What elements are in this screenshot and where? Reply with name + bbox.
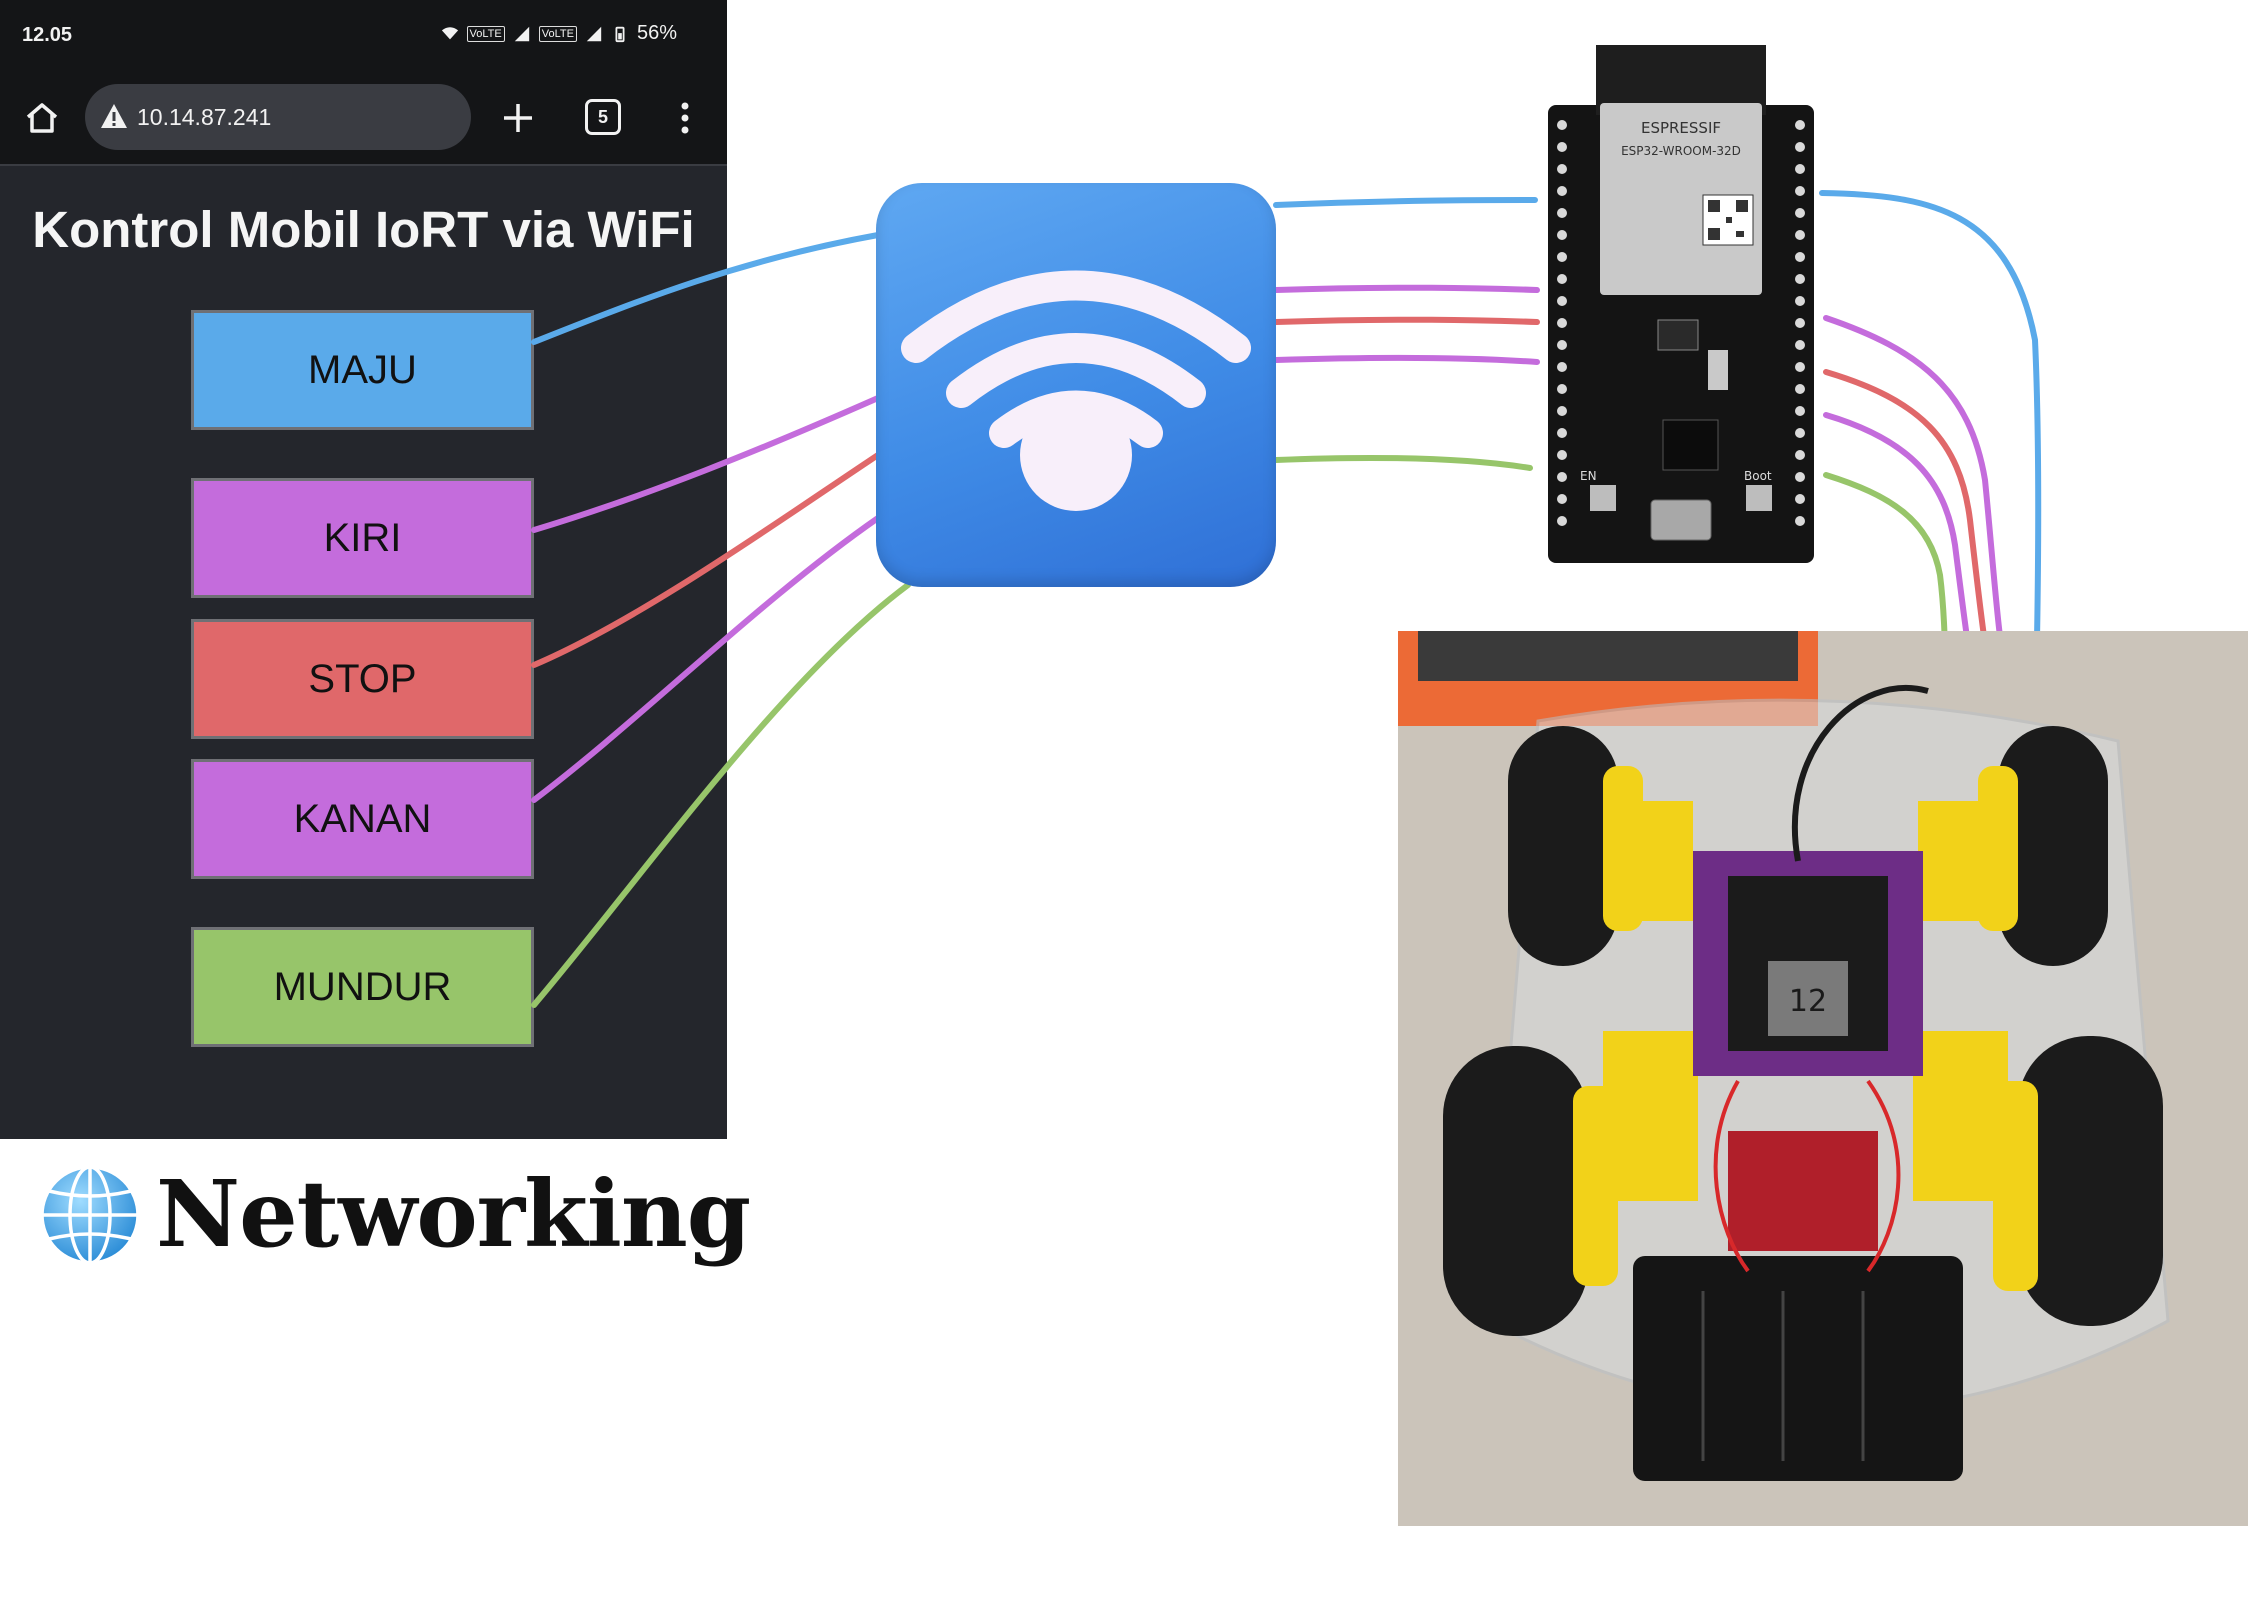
globe-icon xyxy=(40,1165,140,1265)
boot-button xyxy=(1746,485,1772,511)
wire-hub-to-esp-blue xyxy=(1273,197,1538,208)
boot-label: Boot xyxy=(1744,469,1772,483)
en-label: EN xyxy=(1580,469,1597,483)
wire-mundur-to-hub xyxy=(531,582,911,1008)
wire-hub-to-esp-red xyxy=(1273,316,1540,325)
motor-driver-board xyxy=(1728,1131,1878,1251)
esp32-usb-uart-chip xyxy=(1662,419,1719,471)
volte-badge: VoLTE xyxy=(466,25,505,42)
address-bar[interactable]: 10.14.87.241 xyxy=(85,84,471,150)
kiri-button[interactable]: KIRI xyxy=(191,478,534,598)
wifi-hub xyxy=(876,183,1276,587)
motor-front-right xyxy=(1918,801,2003,921)
new-tab-icon[interactable] xyxy=(498,98,538,138)
home-icon[interactable] xyxy=(22,98,62,138)
page-title: Kontrol Mobil IoRT via WiFi xyxy=(32,201,695,258)
wire-hub-to-esp-green xyxy=(1273,455,1533,471)
signal-icon-2 xyxy=(586,26,602,41)
esp32-module-shield xyxy=(1600,103,1762,295)
wifi-status-icon xyxy=(441,26,458,39)
not-secure-warning-icon[interactable] xyxy=(99,101,129,131)
wire-hub-to-esp-purple-2 xyxy=(1273,354,1540,365)
signal-icon xyxy=(514,26,529,41)
mundur-button[interactable]: MUNDUR xyxy=(191,927,534,1047)
wire-esp-to-car-blue xyxy=(1819,190,2042,693)
battery-percent: 56% xyxy=(636,22,677,44)
left-pin-header xyxy=(1557,120,1567,526)
micro-usb-port xyxy=(1650,499,1712,541)
stop-button[interactable]: STOP xyxy=(191,619,534,739)
maju-button[interactable]: MAJU xyxy=(191,310,534,430)
usb-cable xyxy=(1791,684,1929,862)
status-icons: VoLTE VoLTE 56% xyxy=(441,22,677,45)
browser-toolbar: 10.14.87.241 5 xyxy=(0,74,727,166)
en-button xyxy=(1590,485,1616,511)
motor-rear-left xyxy=(1603,1031,1698,1201)
status-bar: 12.05 VoLTE VoLTE 56% xyxy=(0,0,727,74)
esp32-component xyxy=(1708,350,1728,390)
esp32-module-text: ESP32-WROOM-32D xyxy=(1621,144,1741,158)
motor-front-left xyxy=(1608,801,1693,921)
kebab-menu-icon[interactable] xyxy=(670,98,700,138)
robot-car-photo: 12 xyxy=(1398,631,2248,1526)
wifi-icon xyxy=(901,270,1251,511)
board-number-label: 12 xyxy=(1789,984,1827,1019)
wire-kanan-to-hub xyxy=(531,515,881,803)
wire-hub-to-esp-purple-1 xyxy=(1273,284,1540,293)
right-pin-header xyxy=(1795,120,1805,526)
esp32-regulator xyxy=(1657,319,1699,351)
url-text: 10.14.87.241 xyxy=(137,104,272,130)
battery-holder xyxy=(1633,1256,1963,1481)
tab-switcher-button[interactable]: 5 xyxy=(585,99,621,135)
wire-maju-to-hub xyxy=(531,232,881,345)
esp32-brand-text: ESPRESSIF xyxy=(1641,119,1721,137)
wire-stop-to-hub xyxy=(531,452,881,668)
battery-icon xyxy=(615,26,625,42)
motor-rear-right xyxy=(1913,1031,2008,1201)
volte-badge-2: VoLTE xyxy=(538,25,577,42)
kanan-button[interactable]: KANAN xyxy=(191,759,534,879)
networking-caption: Networking xyxy=(156,1160,751,1268)
status-time: 12.05 xyxy=(22,24,73,46)
phone-screenshot: 12.05 VoLTE VoLTE 56% 10.14.87.241 5 xyxy=(0,0,727,1139)
esp32-board: ESPRESSIF ESP32-WROOM-32D EN Boot xyxy=(1548,45,1814,563)
esp32-module-on-car xyxy=(1768,961,1848,1036)
wire-kiri-to-hub xyxy=(531,395,881,533)
